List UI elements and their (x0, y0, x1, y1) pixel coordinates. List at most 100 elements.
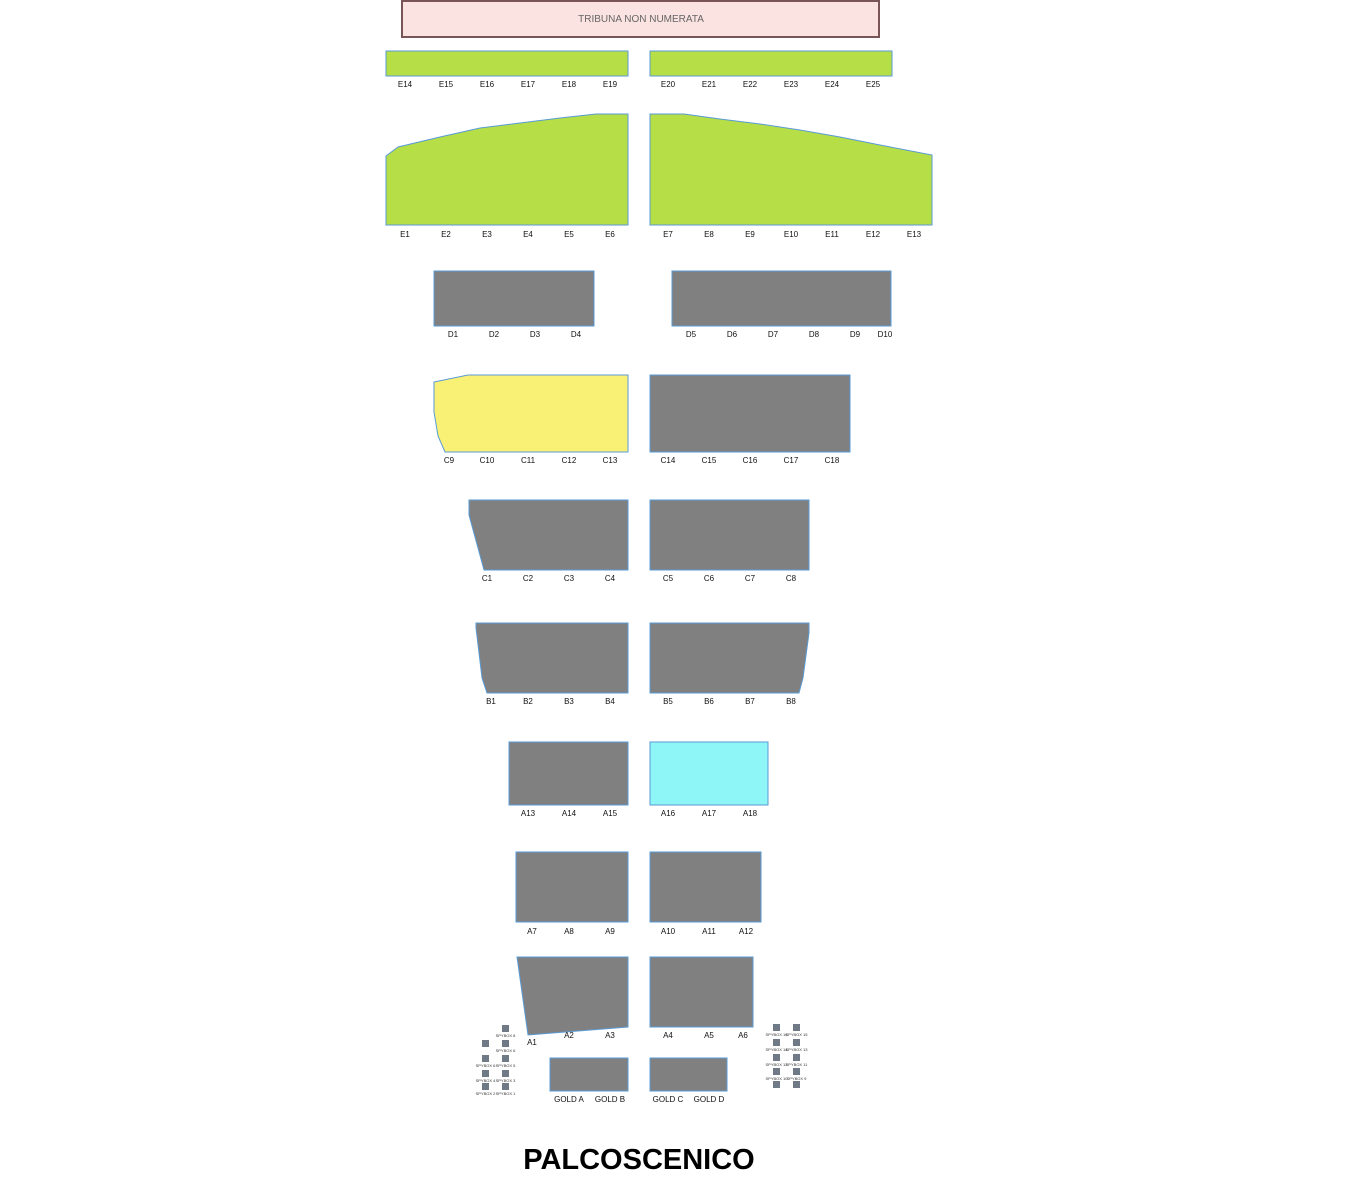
seat-label-b5: B5 (663, 697, 673, 706)
spybox-square[interactable] (502, 1070, 509, 1077)
spybox-square[interactable] (482, 1083, 489, 1090)
seat-label-d10: D10 (878, 330, 893, 339)
spybox-square[interactable] (482, 1070, 489, 1077)
sector-gold-c-d[interactable] (649, 1057, 728, 1092)
seat-label-e20: E20 (661, 80, 676, 89)
spybox-label: SPYBOX 10 (765, 1076, 788, 1081)
sector-c14-c18[interactable] (649, 374, 851, 453)
seat-label-e2: E2 (441, 230, 451, 239)
spybox-square[interactable] (773, 1054, 780, 1061)
seat-label-b4: B4 (605, 697, 615, 706)
sector-e1-e6[interactable] (385, 113, 629, 226)
spybox-square[interactable] (482, 1055, 489, 1062)
spybox-square[interactable] (793, 1039, 800, 1046)
seat-label-gold-d: GOLD D (694, 1095, 725, 1104)
seat-label-e3: E3 (482, 230, 492, 239)
spybox-label: SPYBOX 4 (476, 1078, 497, 1083)
stage-label: PALCOSCENICO (523, 1144, 754, 1176)
seat-label-b8: B8 (786, 697, 796, 706)
spybox-square[interactable] (793, 1068, 800, 1075)
seat-label-c11: C11 (521, 456, 536, 465)
sector-d5-d10[interactable] (671, 270, 892, 327)
seat-label-b1: B1 (486, 697, 496, 706)
seat-label-a16: A16 (661, 809, 676, 818)
sector-e20-e25[interactable] (649, 50, 893, 77)
seat-label-gold-b: GOLD B (595, 1095, 625, 1104)
seat-label-c7: C7 (745, 574, 756, 583)
spybox-square[interactable] (502, 1083, 509, 1090)
sector-c9-c13[interactable] (433, 374, 629, 453)
seat-label-gold-a: GOLD A (554, 1095, 584, 1104)
sector-a16-a18[interactable] (649, 741, 769, 806)
seat-label-c18: C18 (825, 456, 840, 465)
sector-a13-a15[interactable] (508, 741, 629, 806)
spybox-square[interactable] (482, 1040, 489, 1047)
spybox-label: SPYBOX 6 (496, 1048, 517, 1053)
seat-label-e18: E18 (562, 80, 577, 89)
seat-label-a6: A6 (738, 1031, 748, 1040)
sector-e14-e19[interactable] (385, 50, 629, 77)
sector-a1-a3[interactable] (516, 956, 629, 1036)
spybox-square[interactable] (773, 1081, 780, 1088)
seat-label-d9: D9 (850, 330, 861, 339)
seat-label-e15: E15 (439, 80, 454, 89)
seat-label-e23: E23 (784, 80, 799, 89)
spybox-label: SPYBOX 2 (476, 1091, 497, 1096)
seat-label-c4: C4 (605, 574, 616, 583)
spybox-square[interactable] (793, 1024, 800, 1031)
seat-label-e11: E11 (825, 230, 839, 239)
seat-label-a8: A8 (564, 927, 574, 936)
seat-label-a5: A5 (704, 1031, 714, 1040)
spybox-square[interactable] (773, 1068, 780, 1075)
seat-label-e5: E5 (564, 230, 574, 239)
sector-c1-c4[interactable] (468, 499, 629, 571)
spybox-square[interactable] (502, 1055, 509, 1062)
sector-a7-a9[interactable] (515, 851, 629, 923)
seat-label-e9: E9 (745, 230, 755, 239)
spybox-label: SPYBOX 16 (765, 1032, 788, 1037)
seat-label-c6: C6 (704, 574, 715, 583)
spybox-square[interactable] (502, 1025, 509, 1032)
spybox-square[interactable] (502, 1040, 509, 1047)
seat-label-c1: C1 (482, 574, 493, 583)
seat-label-e8: E8 (704, 230, 714, 239)
spybox-label: SPYBOX 9 (787, 1076, 808, 1081)
spybox-square[interactable] (773, 1024, 780, 1031)
seat-label-c3: C3 (564, 574, 575, 583)
seat-label-b2: B2 (523, 697, 533, 706)
seat-label-c14: C14 (661, 456, 676, 465)
seat-label-a18: A18 (743, 809, 758, 818)
spybox-square[interactable] (793, 1054, 800, 1061)
seat-label-d4: D4 (571, 330, 582, 339)
seat-label-a17: A17 (702, 809, 717, 818)
seat-label-e24: E24 (825, 80, 840, 89)
sector-d1-d4[interactable] (433, 270, 595, 327)
spybox-square[interactable] (793, 1081, 800, 1088)
tribuna-label: TRIBUNA NON NUMERATA (578, 14, 704, 25)
seat-label-e4: E4 (523, 230, 533, 239)
spybox-square[interactable] (773, 1039, 780, 1046)
sector-b1-b4[interactable] (475, 622, 629, 694)
sector-gold-a-b[interactable] (549, 1057, 629, 1092)
spybox-label: SPYBOX 3 (496, 1078, 517, 1083)
spybox-label: SPYBOX 5 (496, 1063, 517, 1068)
seat-label-c16: C16 (743, 456, 758, 465)
seat-label-d3: D3 (530, 330, 541, 339)
sector-c5-c8[interactable] (649, 499, 810, 571)
sector-a10-a12[interactable] (649, 851, 762, 923)
seat-label-c13: C13 (603, 456, 618, 465)
sector-e7-e13[interactable] (649, 113, 933, 226)
seat-label-a11: A11 (702, 927, 716, 936)
sector-b5-b8[interactable] (649, 622, 810, 694)
seat-label-e21: E21 (702, 80, 717, 89)
seat-label-e13: E13 (907, 230, 922, 239)
seat-label-a4: A4 (663, 1031, 673, 1040)
seat-label-c5: C5 (663, 574, 674, 583)
spybox-label: SPYBOX 1 (496, 1091, 517, 1096)
spybox-label: SPYBOX 6 (476, 1063, 497, 1068)
sector-a4-a6[interactable] (649, 956, 754, 1028)
tribuna-non-numerata[interactable]: TRIBUNA NON NUMERATA (401, 0, 880, 38)
seat-label-c17: C17 (784, 456, 799, 465)
